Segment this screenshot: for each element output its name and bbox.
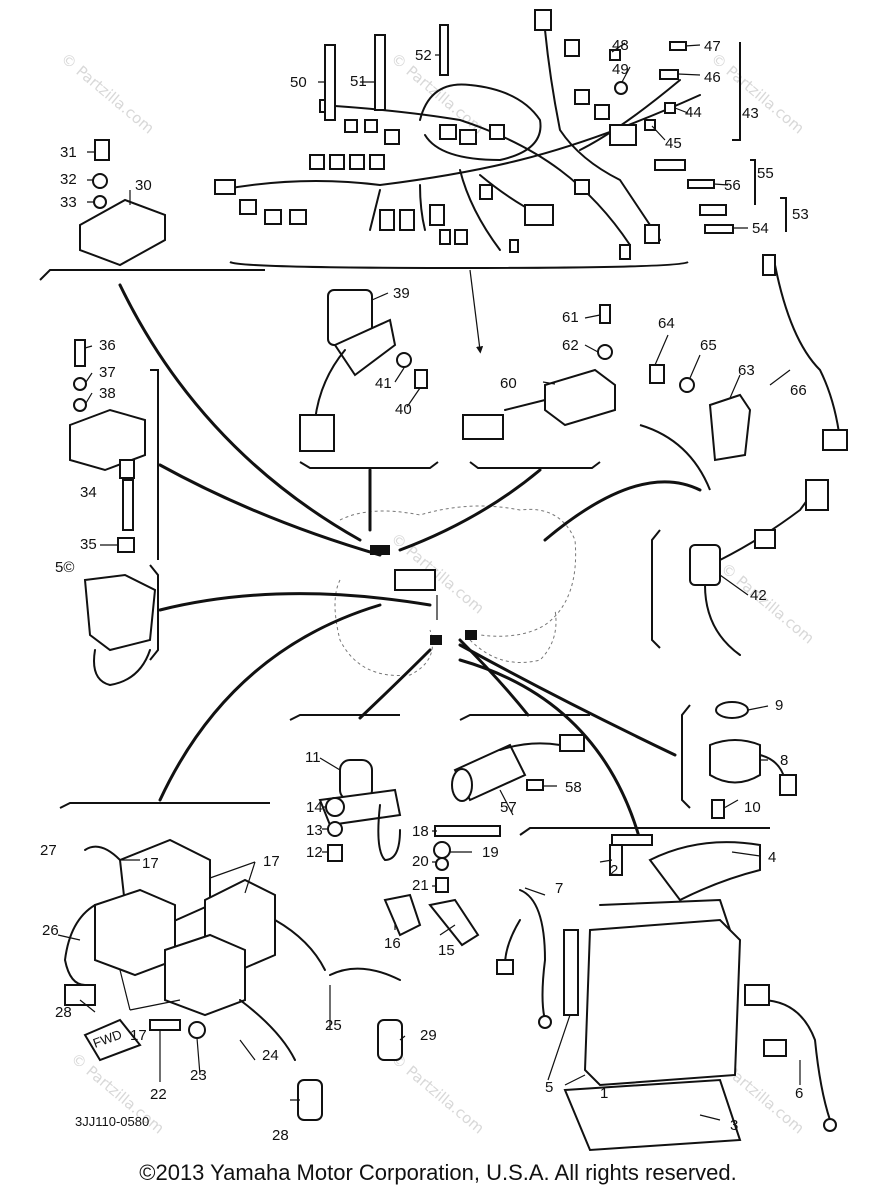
callout-label: 9	[775, 697, 783, 714]
callout-label: 26	[42, 922, 59, 939]
switch-8	[709, 701, 797, 819]
callout-label: 66	[790, 382, 807, 399]
callout-label: 10	[744, 799, 761, 816]
callout-label: 13	[306, 822, 323, 839]
group-brackets	[39, 42, 787, 836]
watermark: © Partzilla.com	[57, 49, 157, 137]
callout-label: 19	[482, 844, 499, 861]
callout-label: 54	[752, 220, 769, 237]
callout-label: 61	[562, 309, 579, 326]
callout-label: 3	[730, 1117, 738, 1134]
ignition-coils-17: FWD	[64, 838, 403, 1121]
callout-label: 28	[55, 1004, 72, 1021]
callout-label: 56	[724, 177, 741, 194]
callout-label: 63	[738, 362, 755, 379]
callout-label: 65	[700, 337, 717, 354]
callout-label: 21	[412, 877, 429, 894]
leader-lines	[57, 42, 801, 1121]
callout-label: 64	[658, 315, 675, 332]
callout-label: 29	[420, 1027, 437, 1044]
motorcycle-outline	[334, 505, 577, 677]
callout-label: 41	[375, 375, 392, 392]
callout-label: 34	[80, 484, 97, 501]
callout-label: 17	[263, 853, 280, 870]
callout-label: 31	[60, 144, 77, 161]
callout-label: 7	[555, 880, 563, 897]
callout-label: 35	[80, 536, 97, 553]
callout-label: 49	[612, 61, 629, 78]
sender-42	[689, 479, 829, 656]
callout-label: 24	[262, 1047, 279, 1064]
callout-label: 45	[665, 135, 682, 152]
callout-label: 32	[60, 171, 77, 188]
callout-label: 46	[704, 69, 721, 86]
callout-label: 28	[272, 1127, 289, 1144]
callout-label: 47	[704, 38, 721, 55]
main-switch-39	[299, 289, 428, 452]
solenoid-57	[451, 734, 585, 802]
callout-label: 12	[306, 844, 323, 861]
callout-label: 42	[750, 587, 767, 604]
watermark: © Partzilla.com	[717, 559, 817, 647]
callout-label: 40	[395, 401, 412, 418]
relay-60	[462, 304, 616, 440]
watermark: © Partzilla.com	[387, 1049, 487, 1137]
callout-label: 8	[780, 752, 788, 769]
callout-label: 20	[412, 853, 429, 870]
wire-harness	[214, 9, 701, 260]
callout-label: 4	[768, 849, 776, 866]
callout-label: 11	[305, 749, 321, 766]
callout-label: 23	[190, 1067, 207, 1084]
callout-label: 62	[562, 337, 579, 354]
relay-63	[649, 364, 752, 462]
callout-label: 17	[130, 1027, 147, 1044]
drawing-code: 3JJ110-0580	[75, 1114, 149, 1129]
connector-lines	[118, 269, 702, 842]
callout-label: 1	[600, 1085, 608, 1102]
callout-label: 55	[757, 165, 774, 182]
callout-label: 15	[438, 942, 455, 959]
callout-label: 30	[135, 177, 152, 194]
callout-label: 18	[412, 823, 429, 840]
switch-11	[318, 759, 402, 862]
callout-label: 39	[393, 285, 410, 302]
callout-label: 36	[99, 337, 116, 354]
callout-label: 16	[384, 935, 401, 952]
callout-label: 22	[150, 1086, 167, 1103]
callout-label: 48	[612, 37, 629, 54]
battery	[496, 834, 837, 1152]
callout-label: 57	[500, 799, 517, 816]
callout-label: 5	[545, 1079, 553, 1096]
callout-label: 25	[325, 1017, 342, 1034]
callout-label: 37	[99, 364, 116, 381]
callout-label: 44	[685, 104, 702, 121]
callout-label: 27	[40, 842, 57, 859]
callout-label: 58	[565, 779, 582, 796]
lead-wire-66	[762, 254, 848, 451]
watermark: © Partzilla.com	[707, 49, 807, 137]
callout-label: 60	[500, 375, 517, 392]
callout-label: 17	[142, 855, 159, 872]
hardware	[69, 24, 734, 686]
callout-label: 33	[60, 194, 77, 211]
callout-label: 52	[415, 47, 432, 64]
callout-label: 51	[350, 73, 367, 90]
callout-label: 38	[99, 385, 116, 402]
callout-label: 5©	[55, 559, 74, 576]
copyright-notice: ©2013 Yamaha Motor Corporation, U.S.A. A…	[139, 1160, 737, 1185]
callout-label: 43	[742, 105, 759, 122]
callout-label: 53	[792, 206, 809, 223]
callout-label: 50	[290, 74, 307, 91]
callout-label: 14	[306, 799, 323, 816]
callout-label: 2	[610, 862, 618, 879]
callout-label: 6	[795, 1085, 803, 1102]
